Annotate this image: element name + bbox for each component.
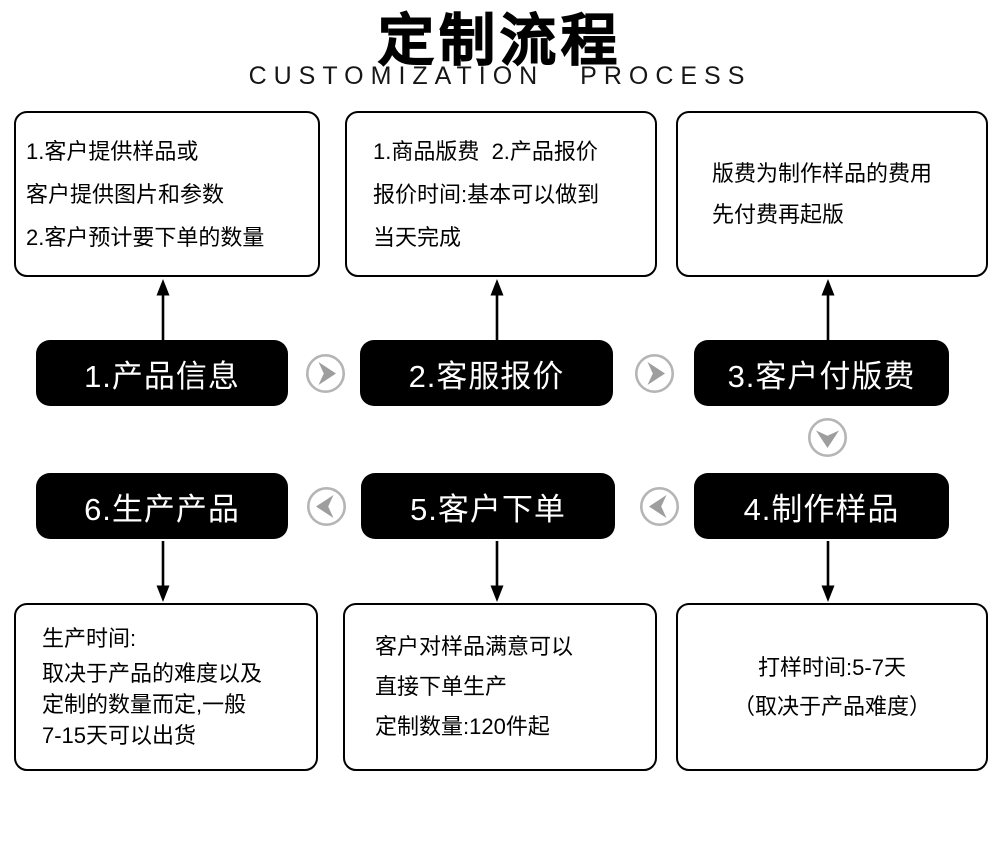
note-line: 生产时间:	[42, 626, 137, 651]
up-connector-arrow-icon	[490, 279, 504, 340]
next-step-icon	[634, 353, 675, 394]
note-line: 定制的数量而定,一般	[42, 692, 247, 717]
note-line: 1.商品版费 2.产品报价	[373, 138, 598, 164]
note-line: 定制数量:120件起	[375, 714, 550, 739]
step-pay-plate-fee: 3.客户付版费	[694, 340, 949, 406]
down-connector-arrow-icon	[490, 541, 504, 602]
note-line: 客户提供图片和参数	[26, 181, 225, 207]
note-plate-fee-info: 版费为制作样品的费用 先付费再起版	[676, 111, 988, 277]
note-line: 先付费再起版	[712, 202, 845, 227]
note-order-info: 客户对样品满意可以 直接下单生产 定制数量:120件起	[343, 603, 657, 771]
down-step-icon	[807, 417, 848, 458]
step-production: 6.生产产品	[36, 473, 288, 539]
note-line: 取决于产品的难度以及	[42, 661, 263, 686]
down-connector-arrow-icon	[821, 541, 835, 602]
note-line: （取决于产品难度）	[732, 694, 931, 719]
prev-step-icon	[306, 486, 347, 527]
step-service-quote: 2.客服报价	[360, 340, 613, 406]
next-step-icon	[305, 353, 346, 394]
note-line: 报价时间:基本可以做到	[373, 181, 600, 207]
up-connector-arrow-icon	[821, 279, 835, 340]
note-quote-info: 1.商品版费 2.产品报价 报价时间:基本可以做到 当天完成	[345, 111, 657, 277]
prev-step-icon	[639, 486, 680, 527]
note-line: 当天完成	[373, 224, 462, 250]
note-line: 版费为制作样品的费用	[712, 161, 933, 186]
step-make-sample: 4.制作样品	[694, 473, 949, 539]
step-place-order: 5.客户下单	[361, 473, 615, 539]
down-connector-arrow-icon	[156, 541, 170, 602]
note-line: 打样时间:5-7天	[758, 655, 906, 680]
note-product-info: 1.客户提供样品或 客户提供图片和参数 2.客户预计要下单的数量	[14, 111, 320, 277]
up-connector-arrow-icon	[156, 279, 170, 340]
note-sample-time: 打样时间:5-7天 （取决于产品难度）	[676, 603, 988, 771]
note-line: 直接下单生产	[375, 674, 508, 699]
page-title: 定制流程	[377, 8, 622, 72]
note-production-time: 生产时间: 取决于产品的难度以及 定制的数量而定,一般 7-15天可以出货	[14, 603, 318, 771]
note-line: 2.客户预计要下单的数量	[26, 224, 265, 250]
note-line: 1.客户提供样品或	[26, 138, 199, 164]
page-subtitle: CUSTOMIZATION PROCESS	[248, 62, 752, 90]
step-product-info: 1.产品信息	[36, 340, 288, 406]
note-line: 7-15天可以出货	[42, 723, 197, 748]
note-line: 客户对样品满意可以	[375, 634, 574, 659]
